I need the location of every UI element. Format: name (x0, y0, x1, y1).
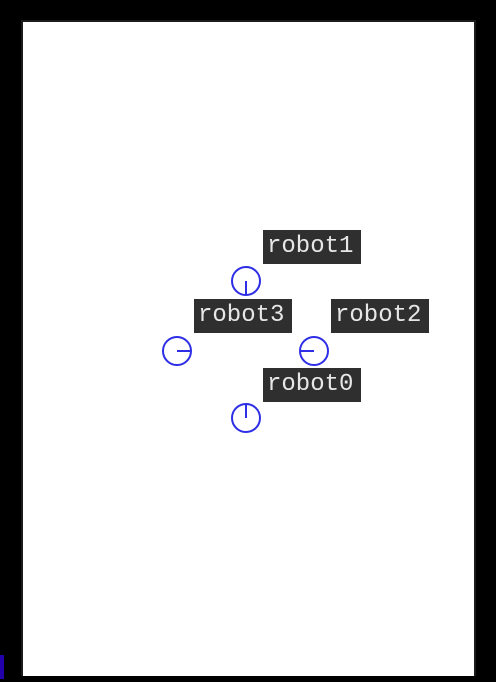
robot0-marker[interactable] (230, 402, 262, 434)
corner-marker (0, 655, 4, 679)
robot2-label: robot2 (331, 299, 429, 333)
robot3-marker[interactable] (161, 335, 193, 367)
robot0-label: robot0 (263, 368, 361, 402)
robot1-label: robot1 (263, 230, 361, 264)
robot1-marker[interactable] (230, 265, 262, 297)
robot-arena[interactable]: robot1 robot3 robot2 robot0 (21, 20, 476, 676)
robot2-marker[interactable] (298, 335, 330, 367)
robot3-label: robot3 (194, 299, 292, 333)
